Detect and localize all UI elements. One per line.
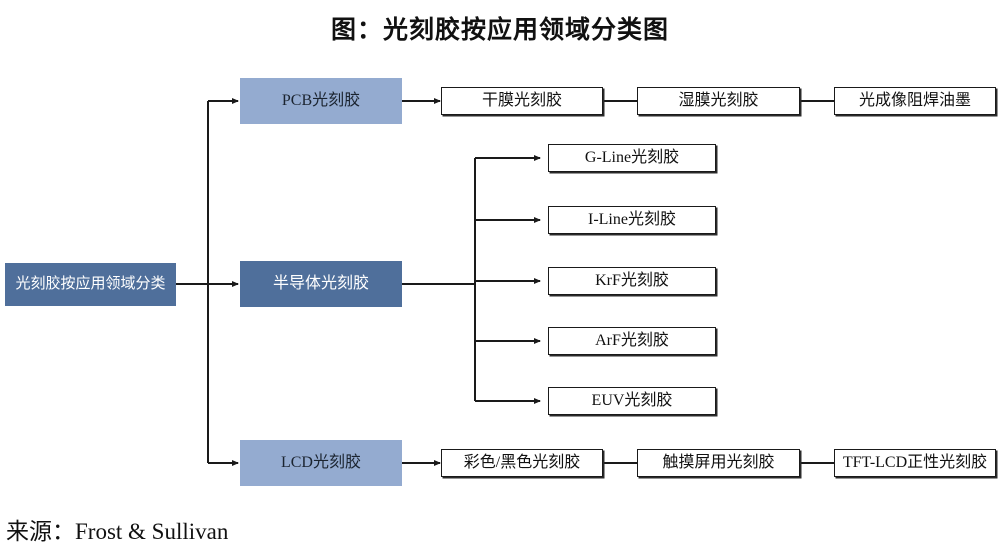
node-leaf-pcb-1[interactable]: 干膜光刻胶	[441, 87, 603, 115]
source-caption: 来源：Frost & Sullivan	[6, 519, 229, 544]
node-leaf-semi-3[interactable]: KrF光刻胶	[548, 267, 716, 295]
node-leaf-pcb-3[interactable]: 光成像阻焊油墨	[834, 87, 996, 115]
page-title: 图：光刻胶按应用领域分类图	[330, 17, 669, 44]
node-leaf-semi-4[interactable]: ArF光刻胶	[548, 327, 716, 355]
node-leaf-lcd-2[interactable]: 触摸屏用光刻胶	[637, 449, 800, 477]
node-leaf-pcb-2[interactable]: 湿膜光刻胶	[637, 87, 800, 115]
node-leaf-lcd-3[interactable]: TFT-LCD正性光刻胶	[834, 449, 996, 477]
node-branch-lcd[interactable]: LCD光刻胶	[240, 440, 402, 486]
node-leaf-semi-2[interactable]: I-Line光刻胶	[548, 206, 716, 234]
node-root[interactable]: 光刻胶按应用领域分类	[5, 263, 176, 306]
node-leaf-semi-1[interactable]: G-Line光刻胶	[548, 144, 716, 172]
node-branch-semiconductor[interactable]: 半导体光刻胶	[240, 261, 402, 307]
node-leaf-lcd-1[interactable]: 彩色/黑色光刻胶	[441, 449, 603, 477]
node-branch-pcb[interactable]: PCB光刻胶	[240, 78, 402, 124]
node-leaf-semi-5[interactable]: EUV光刻胶	[548, 387, 716, 415]
